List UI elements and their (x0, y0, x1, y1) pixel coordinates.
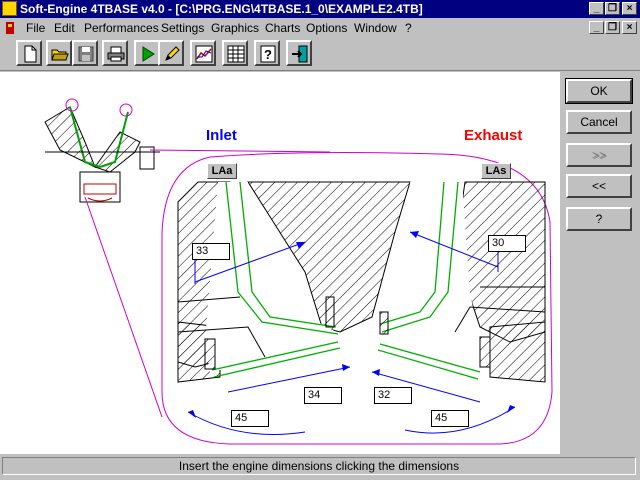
exhaust-label: Exhaust (464, 127, 523, 144)
menu-file[interactable]: File (26, 21, 46, 35)
window-title: Soft-Engine 4TBASE v4.0 - [C:\PRG.ENG\4T… (20, 2, 423, 16)
doc-close-button[interactable]: × (622, 21, 637, 34)
pencil-icon (165, 46, 180, 61)
cylinder-head-drawing (44, 98, 553, 445)
play-icon (142, 46, 155, 62)
menu-settings[interactable]: Settings (161, 21, 205, 35)
drawing-canvas: Inlet Exhaust LAa LAs 33 30 34 32 45 45 (0, 72, 560, 454)
open-folder-icon (51, 49, 69, 61)
exhaust-seat-diameter-input[interactable]: 32 (374, 387, 412, 404)
open-button[interactable] (46, 40, 72, 66)
new-document-icon (24, 45, 37, 63)
exhaust-las-button[interactable]: LAs (481, 163, 511, 179)
doc-minimize-button[interactable]: _ (589, 21, 604, 34)
chart-button[interactable] (190, 40, 216, 66)
status-bar: Insert the engine dimensions clicking th… (2, 457, 636, 475)
exhaust-port-dimension-input[interactable]: 30 (488, 235, 526, 252)
edit-button[interactable] (158, 40, 184, 66)
help-button[interactable]: ? (254, 40, 280, 66)
menu-bar: File Edit Performances Settings Graphics… (0, 18, 640, 37)
run-button[interactable] (134, 40, 160, 66)
ok-button[interactable]: OK (565, 78, 633, 104)
exit-button[interactable] (286, 40, 312, 66)
document-icon[interactable] (4, 21, 16, 35)
cancel-button[interactable]: Cancel (566, 110, 632, 134)
save-disk-icon (78, 46, 94, 62)
table-icon (227, 45, 245, 63)
exit-icon (292, 45, 308, 63)
menu-performances[interactable]: Performances (84, 21, 159, 35)
chart-icon (195, 45, 213, 63)
menu-window[interactable]: Window (354, 21, 397, 35)
menu-edit[interactable]: Edit (54, 21, 75, 35)
toolbar: ? (0, 38, 640, 71)
next-button[interactable]: >> (566, 143, 632, 167)
menu-charts[interactable]: Charts (265, 21, 301, 35)
menu-help[interactable]: ? (405, 21, 412, 35)
previous-button[interactable]: << (566, 174, 632, 198)
title-bar[interactable]: Soft-Engine 4TBASE v4.0 - [C:\PRG.ENG\4T… (0, 0, 640, 18)
printer-icon (107, 46, 125, 62)
help-side-button[interactable]: ? (566, 207, 632, 231)
svg-text:?: ? (264, 47, 272, 62)
help-icon: ? (260, 45, 276, 63)
close-button[interactable]: × (622, 2, 637, 15)
menu-graphics[interactable]: Graphics (211, 21, 260, 35)
new-button[interactable] (16, 40, 42, 66)
table-button[interactable] (222, 40, 248, 66)
print-button[interactable] (102, 40, 128, 66)
doc-restore-button[interactable]: ❐ (605, 21, 620, 34)
inlet-seat-diameter-input[interactable]: 34 (304, 387, 342, 404)
exhaust-seat-angle-input[interactable]: 45 (431, 410, 469, 427)
save-button[interactable] (72, 40, 98, 66)
inlet-seat-angle-input[interactable]: 45 (231, 410, 269, 427)
menu-options[interactable]: Options (306, 21, 348, 35)
minimize-button[interactable]: _ (589, 2, 604, 15)
inlet-label: Inlet (206, 127, 237, 144)
app-icon[interactable] (2, 1, 17, 16)
inlet-port-dimension-input[interactable]: 33 (192, 243, 230, 260)
restore-button[interactable]: ❐ (605, 2, 620, 15)
inlet-laa-button[interactable]: LAa (207, 163, 237, 179)
engine-thumbnail (44, 98, 160, 203)
